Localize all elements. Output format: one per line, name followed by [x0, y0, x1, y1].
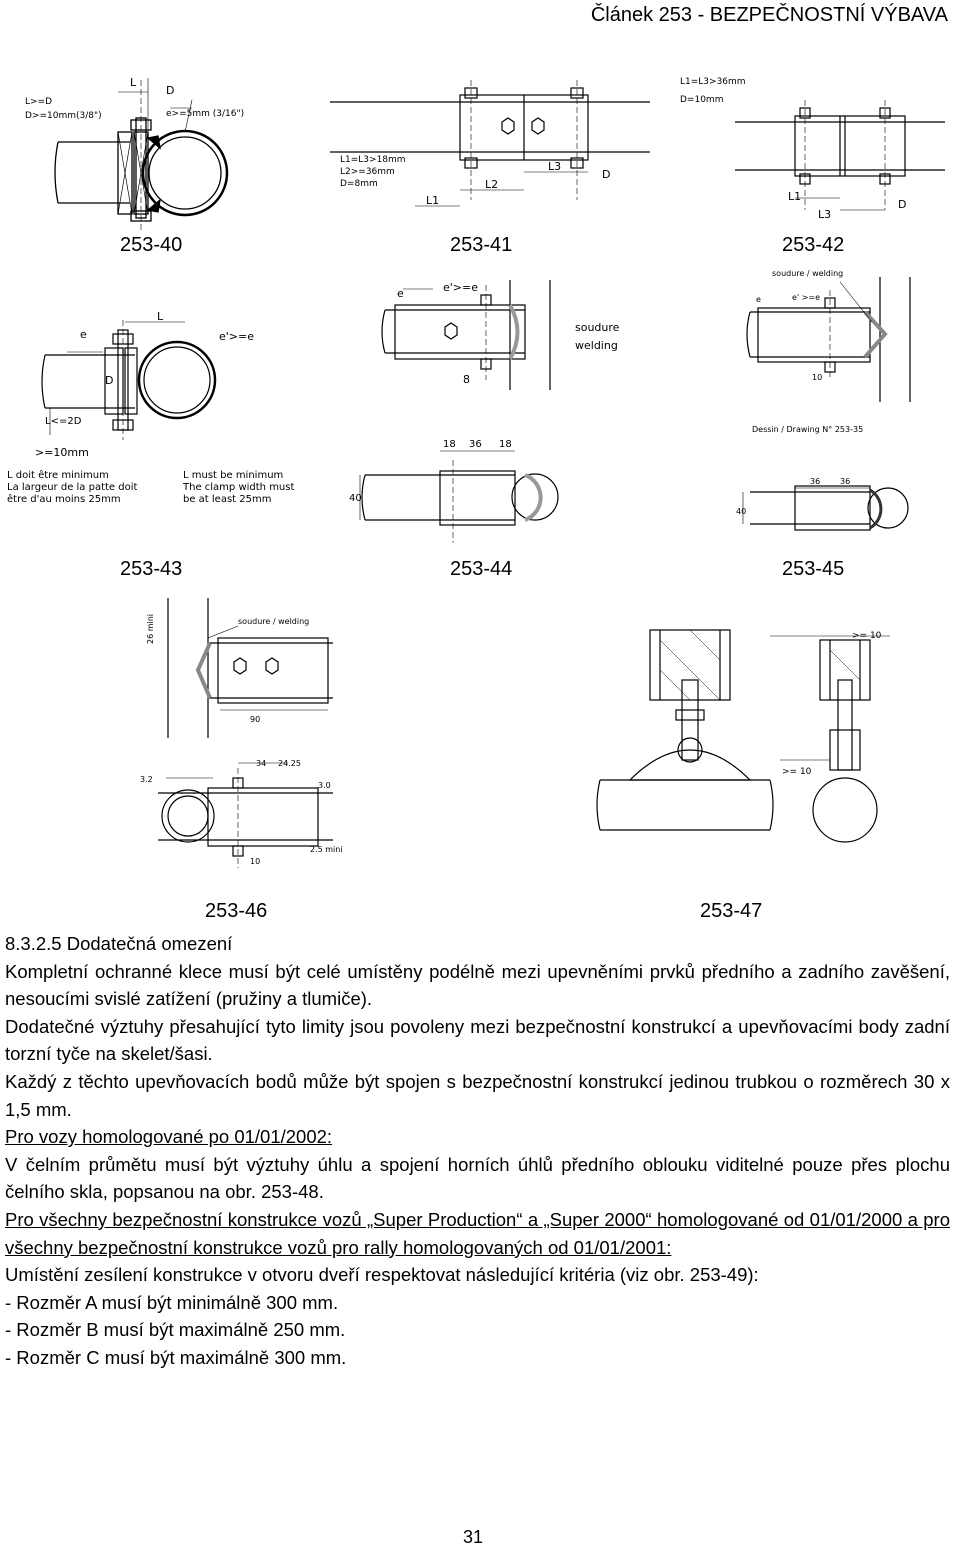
heading-homologated-2002: Pro vozy homologované po 01/01/2002: [5, 1126, 333, 1148]
fig43-note-fr-2: La largeur de la patte doit [7, 482, 138, 493]
fig43-label-L: L [157, 310, 164, 323]
fig46-dim-90: 90 [250, 715, 260, 724]
fig45-label-10: 10 [812, 373, 822, 382]
figure-caption-253-42: 253-42 [782, 234, 845, 256]
fig45-dim-36a: 36 [810, 477, 820, 486]
fig43-label-D: D [105, 374, 113, 387]
fig42-label-1: L1=L3>36mm [680, 77, 746, 87]
fig44-label-e: e [397, 287, 404, 300]
fig43-label-e2: e'>=e [219, 330, 254, 343]
fig40-label-4: D [166, 84, 174, 97]
fig42-label-5: D [898, 198, 906, 211]
figure-253-41-drawing: L1=L3>18mm L2>=36mm D=8mm L1 L2 L3 D [330, 80, 650, 207]
fig41-label-4: L1 [426, 194, 439, 207]
fig46-label-26mini: 26 mini [146, 614, 155, 644]
fig44-dim-40: 40 [349, 493, 362, 504]
fig46-dim-30: 3.0 [318, 781, 331, 790]
fig43-note-en-3: be at least 25mm [183, 494, 271, 505]
fig45-label-e: e [756, 295, 761, 304]
fig43-label-l2d: L<=2D [45, 416, 82, 427]
fig44-label-soudure: soudure [575, 321, 620, 334]
heading-super-production: Pro všechny bezpečnostní konstrukce vozů… [5, 1208, 950, 1258]
fig45-label-sw: soudure / welding [772, 269, 843, 278]
fig45-label-e2: e' >=e [792, 293, 820, 302]
fig42-label-3: L1 [788, 190, 801, 203]
fig46-dim-10: 10 [250, 857, 260, 866]
figure-253-40-drawing: L>=D D>=10mm(3/8") L D e>=5mm (3/16") [25, 76, 244, 230]
figure-caption-253-45: 253-45 [782, 558, 845, 580]
fig45-dim-40: 40 [736, 507, 746, 516]
fig43-label-e: e [80, 328, 87, 341]
fig46-dim-34: 34 [256, 759, 266, 768]
figure-caption-253-43: 253-43 [120, 558, 183, 580]
paragraph-mounting-points: Každý z těchto upevňovacích bodů může bý… [5, 1070, 950, 1120]
fig43-note-fr-1: L doit être minimum [7, 469, 109, 481]
fig43-note-en-1: L must be minimum [183, 470, 283, 481]
figure-caption-253-44: 253-44 [450, 558, 513, 580]
fig44-label-8: 8 [463, 373, 470, 386]
fig41-label-3: D=8mm [340, 179, 378, 189]
figure-caption-253-40: 253-40 [120, 234, 183, 256]
figure-caption-253-46: 253-46 [205, 900, 268, 922]
figure-253-42-drawing: L1=L3>36mm D=10mm L1 L3 D [680, 77, 945, 221]
fig46-dim-25mini: 2.5 mini [310, 845, 343, 854]
fig45-label-dessin: Dessin / Drawing N° 253-35 [752, 425, 863, 434]
fig46-dim-2425: 24.25 [278, 759, 301, 768]
paragraph-front-projection: V čelním průmětu musí být výztuhy úhlu a… [5, 1153, 950, 1203]
fig40-label-3: L [130, 76, 137, 89]
figure-caption-253-41: 253-41 [450, 234, 513, 256]
figure-253-46-drawing: soudure / welding 26 mini 90 34 24.25 3.… [140, 598, 343, 868]
section-heading: 8.3.2.5 Dodatečná omezení [5, 933, 233, 954]
fig42-label-4: L3 [818, 208, 831, 221]
paragraph-additional-braces: Dodatečné výztuhy přesahující tyto limit… [5, 1015, 950, 1065]
article-text: 8.3.2.5 Dodatečná omezení Kompletní ochr… [5, 930, 950, 1372]
fig45-dim-36b: 36 [840, 477, 850, 486]
fig41-label-2: L2>=36mm [340, 167, 395, 177]
figure-caption-253-47: 253-47 [700, 900, 763, 922]
page-header-title: Článek 253 - BEZPEČNOSTNÍ VÝBAVA [590, 4, 948, 26]
page-number: 31 [463, 1527, 484, 1547]
fig47-label-ge10-b: >= 10 [782, 767, 812, 777]
fig46-label-sw: soudure / welding [238, 617, 309, 626]
fig47-label-ge10-a: >= 10 [852, 631, 882, 641]
fig44-label-welding: welding [575, 339, 618, 352]
fig40-label-1: L>=D [25, 97, 52, 107]
fig41-label-7: D [602, 168, 610, 181]
fig41-label-5: L2 [485, 178, 498, 191]
fig44-label-e2: e'>=e [443, 281, 478, 294]
list-item-dimension-c: - Rozměr C musí být maximálně 300 mm. [5, 1346, 347, 1368]
figure-253-45-drawing: soudure / welding e e' >=e 10 Dessin / D… [736, 269, 911, 531]
paragraph-cage-placement: Kompletní ochranné klece musí být celé u… [5, 960, 950, 1010]
fig40-label-2: D>=10mm(3/8") [25, 111, 102, 121]
list-item-dimension-b: - Rozměr B musí být maximálně 250 mm. [5, 1319, 346, 1341]
figure-253-44-drawing: e e'>=e soudure welding 8 18 36 18 40 [349, 280, 620, 543]
fig44-dim-18b: 18 [499, 439, 512, 450]
paragraph-door-reinforcement: Umístění zesílení konstrukce v otvoru dv… [5, 1264, 759, 1286]
fig43-note-en-2: The clamp width must [182, 482, 294, 493]
fig43-label-ten: >=10mm [35, 446, 89, 459]
fig44-dim-18a: 18 [443, 439, 456, 450]
fig46-dim-32: 3.2 [140, 775, 153, 784]
fig44-dim-36: 36 [469, 439, 482, 450]
figure-253-47-drawing: >= 10 >= 10 [596, 629, 890, 843]
fig42-label-2: D=10mm [680, 95, 723, 105]
fig41-label-6: L3 [548, 160, 561, 173]
fig41-label-1: L1=L3>18mm [340, 155, 406, 165]
figure-253-43-drawing: e L e'>=e D L<=2D >=10mm L doit être min… [7, 310, 294, 505]
fig43-note-fr-3: être d'au moins 25mm [7, 493, 121, 505]
list-item-dimension-a: - Rozměr A musí být minimálně 300 mm. [5, 1291, 339, 1313]
fig40-label-5: e>=5mm (3/16") [166, 109, 244, 119]
